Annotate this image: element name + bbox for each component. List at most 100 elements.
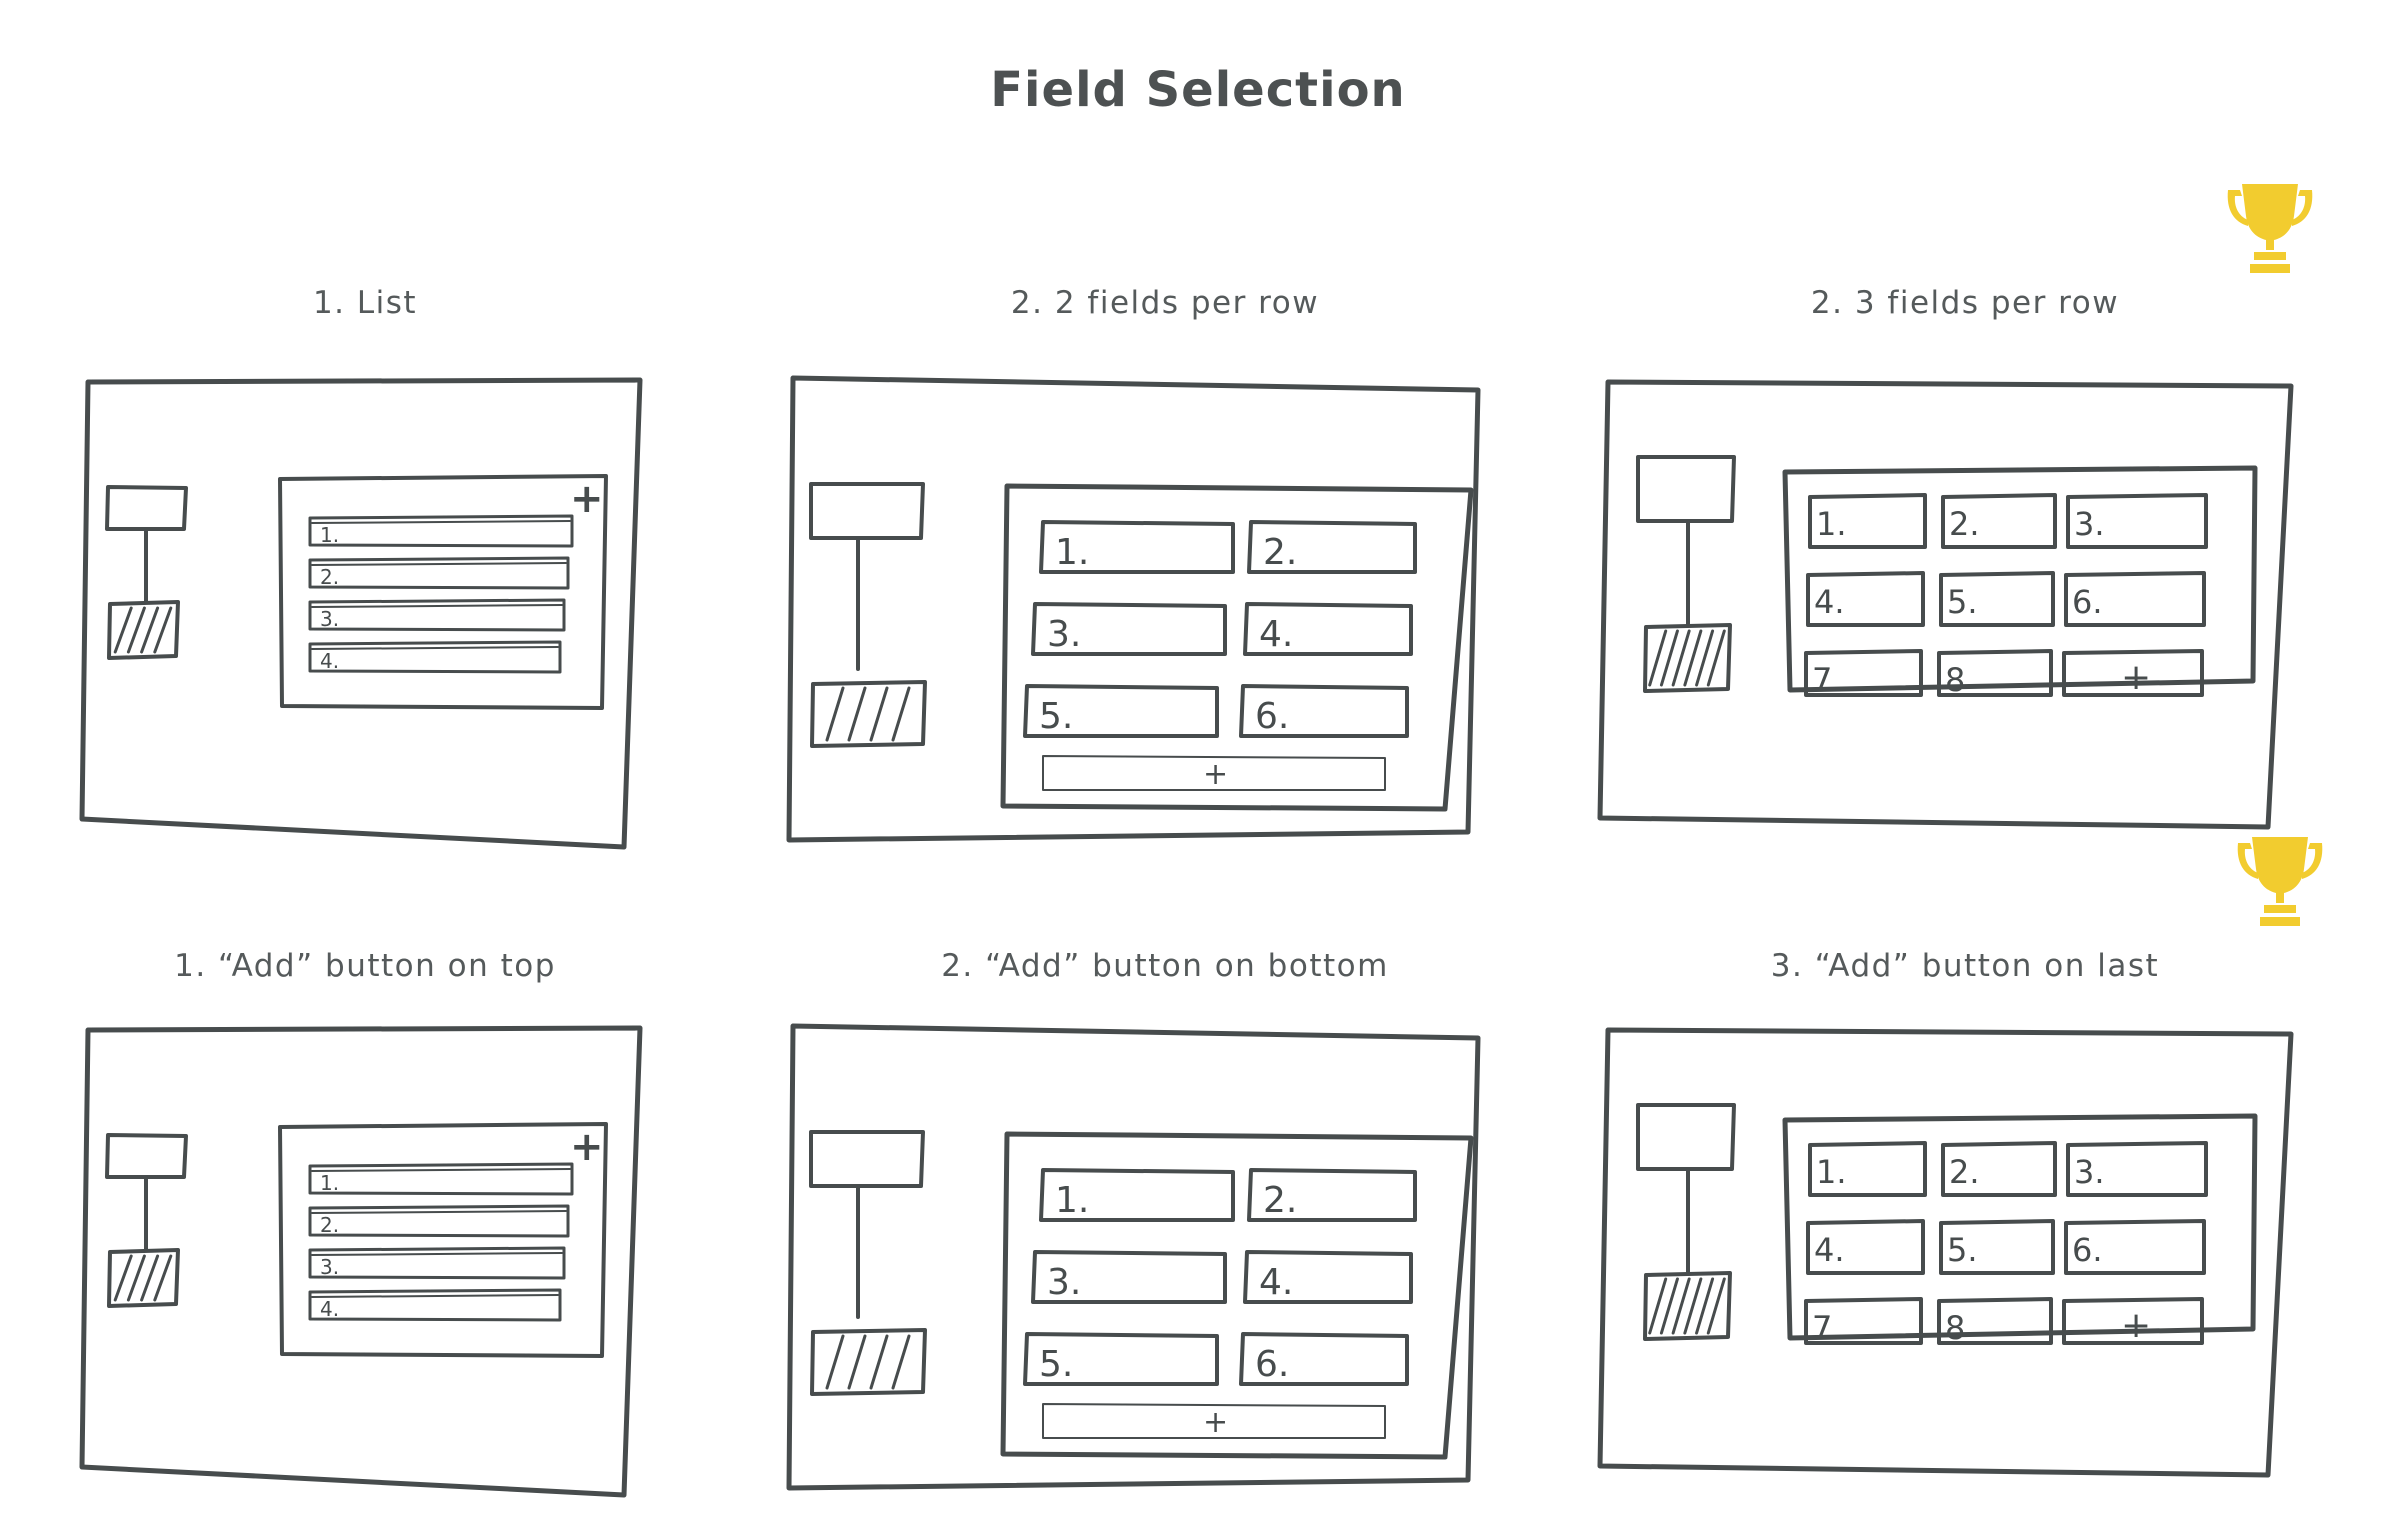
field-number: 3. — [1047, 614, 1081, 655]
form-panel — [1782, 1113, 2258, 1341]
field-row: 2. — [308, 1204, 570, 1238]
field-box: 4. — [1243, 602, 1413, 656]
field-number: 4. — [1814, 583, 1845, 621]
add-icon: + — [570, 476, 604, 522]
add-icon: + — [1203, 1405, 1228, 1440]
add-button[interactable]: + — [1042, 755, 1386, 792]
field-number: 5. — [1039, 696, 1073, 737]
field-box: 4. — [1243, 1250, 1413, 1304]
trophy-icon — [2227, 184, 2313, 273]
field-box: 3. — [2066, 493, 2208, 549]
field-box: 2. — [1941, 1141, 2057, 1197]
page-title: Field Selection — [990, 62, 1406, 118]
add-button[interactable]: + — [2062, 1297, 2204, 1346]
field-number: 2. — [1263, 532, 1297, 573]
panel-caption: 2. 3 fields per row — [1810, 285, 2120, 321]
panel-caption: 3. “Add” button on last — [1770, 948, 2160, 984]
add-button[interactable]: + — [2062, 649, 2204, 698]
panel-caption: 2. “Add” button on bottom — [941, 948, 1389, 984]
wireframe-sketch: 1. 2. 3. 4. 5. 6. + — [786, 375, 1481, 843]
field-box: 1. — [1039, 520, 1235, 574]
field-box: 7. — [1804, 649, 1923, 699]
field-number: 6. — [1255, 696, 1289, 737]
wireframe-sketch: +1. 2. 3. 4. — [79, 377, 643, 850]
nav-box — [1636, 1103, 1736, 1171]
field-number: 2. — [1949, 505, 1980, 543]
field-number: 2. — [320, 565, 339, 589]
form-panel — [1000, 483, 1474, 812]
form-panel — [278, 1122, 608, 1358]
field-box: 8 — [1937, 1297, 2053, 1347]
field-box: 2. — [1247, 520, 1417, 574]
panel-caption: 1. “Add” button on top — [174, 948, 556, 984]
field-number: 1. — [1816, 505, 1847, 543]
screen-frame — [786, 1023, 1481, 1491]
field-number: 3. — [320, 1255, 339, 1279]
trophy-icon — [2237, 837, 2323, 926]
field-number: 4. — [320, 1297, 339, 1321]
hatched-block — [107, 600, 180, 660]
field-number: 3. — [2074, 1153, 2105, 1191]
field-number: 6. — [2072, 583, 2103, 621]
field-box: 6. — [2064, 571, 2206, 627]
hatched-block — [810, 680, 927, 748]
field-box: 2. — [1941, 493, 2057, 549]
nav-box — [105, 485, 188, 531]
hatched-block — [107, 1248, 180, 1308]
field-box: 4. — [1806, 571, 1925, 627]
field-row: 2. — [308, 556, 570, 590]
field-number: 8 — [1945, 1309, 1965, 1347]
field-number: 3. — [1047, 1262, 1081, 1303]
field-number: 1. — [320, 523, 339, 547]
field-box: 3. — [2066, 1141, 2208, 1197]
field-box: 2. — [1247, 1168, 1417, 1222]
field-row: 4. — [308, 640, 562, 674]
nav-box — [809, 1130, 925, 1188]
field-number: 5. — [1039, 1344, 1073, 1385]
field-box: 5. — [1939, 571, 2055, 627]
nav-box — [809, 482, 925, 540]
field-row: 1. — [308, 1162, 574, 1196]
panel-caption: 2. 2 fields per row — [1010, 285, 1320, 321]
field-number: 2. — [1949, 1153, 1980, 1191]
field-number: 4. — [1814, 1231, 1845, 1269]
field-number: 6. — [2072, 1231, 2103, 1269]
field-box: 6. — [2064, 1219, 2206, 1275]
field-number: 3. — [320, 607, 339, 631]
field-box: 6. — [1239, 1332, 1409, 1386]
field-number: 1. — [1055, 1180, 1089, 1221]
field-number: 8 — [1945, 661, 1965, 699]
field-box: 1. — [1808, 493, 1927, 549]
form-panel — [1782, 465, 2258, 693]
add-icon: + — [1203, 757, 1228, 792]
field-box: 5. — [1023, 684, 1219, 738]
field-number: 7. — [1812, 1309, 1843, 1347]
field-box: 5. — [1023, 1332, 1219, 1386]
field-box: 3. — [1031, 602, 1227, 656]
field-number: 1. — [320, 1171, 339, 1195]
add-button[interactable]: + — [1042, 1403, 1386, 1440]
wireframe-sketch: +1.2.3.4. — [79, 1025, 643, 1498]
field-number: 1. — [1816, 1153, 1847, 1191]
field-box: 7. — [1804, 1297, 1923, 1347]
field-row: 4. — [308, 1288, 562, 1322]
field-number: 4. — [1259, 1262, 1293, 1303]
field-row: 1. — [308, 514, 574, 548]
wireframe-sketch: 1. 2. 3. 4. 5. 6. 7. 8 + — [1597, 1027, 2294, 1478]
field-number: 5. — [1947, 1231, 1978, 1269]
hatched-block — [810, 1328, 927, 1396]
form-panel — [1000, 1131, 1474, 1460]
screen-frame — [1597, 1027, 2294, 1478]
field-row: 3. — [308, 1246, 566, 1280]
field-box: 5. — [1939, 1219, 2055, 1275]
screen-frame — [79, 1025, 643, 1498]
field-number: 7. — [1812, 661, 1843, 699]
field-box: 6. — [1239, 684, 1409, 738]
add-icon: + — [2121, 1305, 2151, 1346]
field-row: 3. — [308, 598, 566, 632]
nav-box — [1636, 455, 1736, 523]
hatched-block — [1643, 623, 1732, 693]
field-number: 1. — [1055, 532, 1089, 573]
field-box: 8 — [1937, 649, 2053, 699]
field-box: 4. — [1806, 1219, 1925, 1275]
